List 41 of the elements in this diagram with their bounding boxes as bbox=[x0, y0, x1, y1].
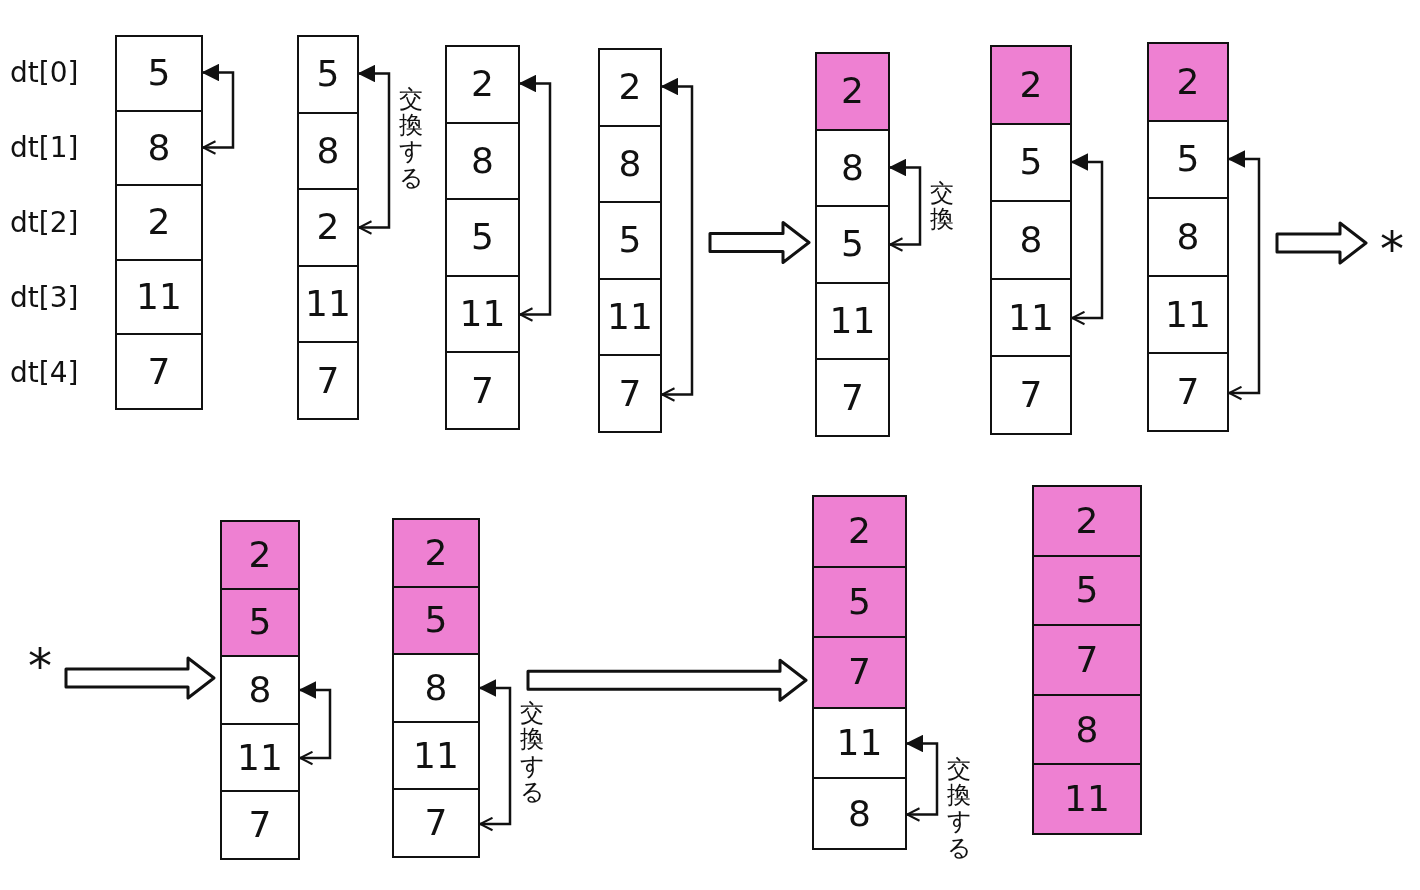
array-column bbox=[812, 495, 907, 850]
array-cell: 2 bbox=[814, 497, 905, 566]
index-label: dt[1] bbox=[10, 133, 80, 162]
block-arrow bbox=[1275, 221, 1368, 265]
array-cell: 7 bbox=[814, 636, 905, 707]
array-cell: 5 bbox=[814, 565, 905, 637]
array-column bbox=[1032, 485, 1142, 835]
edge-label: 交換する bbox=[399, 85, 423, 192]
continuation-mark: * bbox=[20, 642, 60, 690]
index-label: dt[2] bbox=[10, 208, 80, 237]
array-cell: 5 bbox=[222, 587, 298, 656]
array-cell: 2 bbox=[817, 54, 888, 129]
array-cell: 5 bbox=[1034, 554, 1140, 625]
edge-label: 交換 bbox=[930, 179, 954, 233]
array-cell: 11 bbox=[1034, 763, 1140, 833]
array-column bbox=[220, 520, 300, 860]
array-column bbox=[115, 35, 203, 410]
index-label: dt[4] bbox=[10, 358, 80, 387]
block-arrow bbox=[64, 656, 216, 700]
continuation-mark: * bbox=[1372, 225, 1412, 273]
array-cell: 2 bbox=[992, 47, 1070, 123]
edge-label: 交換する bbox=[947, 755, 971, 862]
array-cell: 2 bbox=[1034, 487, 1140, 555]
array-column bbox=[990, 45, 1072, 435]
block-arrow bbox=[708, 221, 811, 264]
index-label: dt[3] bbox=[10, 283, 80, 312]
array-column bbox=[445, 45, 520, 430]
array-cell: 7 bbox=[1034, 624, 1140, 694]
array-cell: 5 bbox=[394, 585, 478, 654]
index-label: dt[0] bbox=[10, 58, 80, 87]
array-cell: 2 bbox=[222, 522, 298, 588]
array-column bbox=[1147, 42, 1229, 432]
array-cell: 2 bbox=[394, 520, 478, 586]
array-cell: 8 bbox=[1034, 693, 1140, 764]
array-column bbox=[392, 518, 480, 858]
array-column bbox=[297, 35, 359, 420]
array-column bbox=[598, 48, 662, 433]
array-cell: 2 bbox=[1149, 44, 1227, 120]
array-column bbox=[815, 52, 890, 437]
block-arrow bbox=[526, 658, 808, 702]
edge-label: 交換する bbox=[520, 700, 544, 806]
